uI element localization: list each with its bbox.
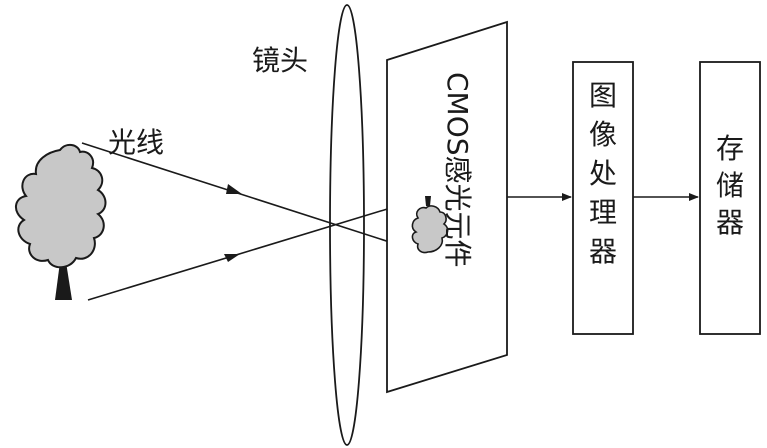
label-image-processor: 图像处理器 (589, 79, 617, 268)
lens (329, 4, 365, 446)
inverted-tree-icon (411, 196, 449, 254)
light-ray-bottom (87, 195, 431, 301)
ray-arrow-top (226, 184, 242, 194)
label-lens: 镜头 (252, 44, 308, 77)
label-storage: 存储器 (716, 132, 744, 239)
tree-icon (15, 144, 107, 300)
cmos-sensor (386, 20, 508, 394)
light-rays (81, 142, 431, 301)
image-processor-box (572, 61, 634, 335)
label-cmos-sensor: CMOS感光元件 (441, 72, 474, 268)
storage-box (699, 61, 761, 335)
light-ray-top (81, 142, 431, 256)
label-light: 光线 (108, 126, 164, 159)
ray-arrow-bottom (224, 254, 240, 262)
